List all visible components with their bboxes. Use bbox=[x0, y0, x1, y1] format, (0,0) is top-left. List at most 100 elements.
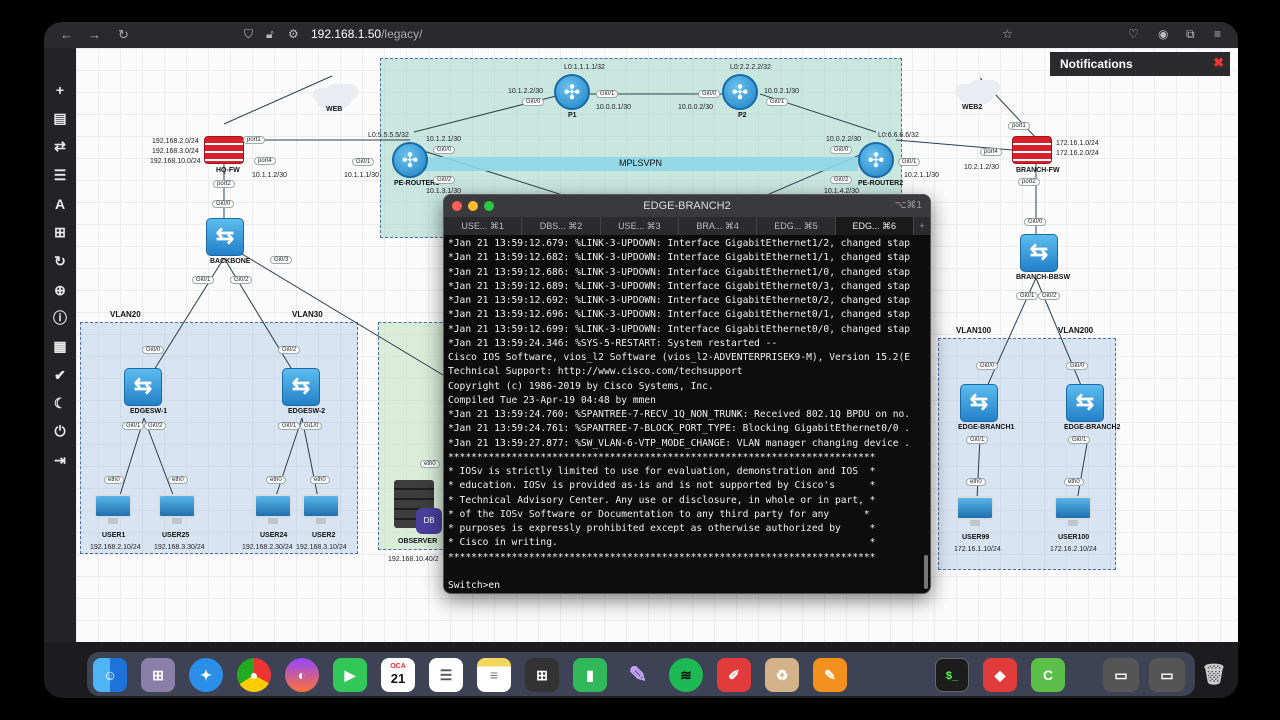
tab-1[interactable]: USE... ⌘1 bbox=[444, 217, 523, 235]
info-icon[interactable]: ⓘ bbox=[53, 310, 67, 326]
archive-icon[interactable]: ♻ bbox=[765, 658, 799, 692]
user1-pc-icon[interactable] bbox=[94, 494, 132, 524]
addr-a10: 10.1.4.2/30 bbox=[824, 188, 860, 195]
edge-branch1-icon[interactable] bbox=[960, 384, 998, 422]
facetime-icon[interactable]: ▶ bbox=[333, 658, 367, 692]
calculator-icon[interactable]: ⊞ bbox=[525, 658, 559, 692]
forward-icon[interactable]: → bbox=[88, 27, 101, 42]
user99-pc-icon[interactable] bbox=[956, 496, 994, 526]
pe-router1-icon[interactable] bbox=[392, 142, 428, 178]
pe-router2-icon[interactable] bbox=[858, 142, 894, 178]
hq-firewall-icon[interactable] bbox=[204, 136, 244, 164]
p2-router-icon[interactable] bbox=[722, 74, 758, 110]
user2-pc-icon[interactable] bbox=[302, 494, 340, 524]
reload-icon[interactable]: ↻ bbox=[118, 27, 129, 42]
spotify-icon[interactable]: ≋ bbox=[669, 658, 703, 692]
power-icon[interactable]: ⏻ bbox=[54, 423, 66, 439]
add-node-icon[interactable]: + bbox=[55, 82, 65, 98]
tab-5[interactable]: EDG... ⌘5 bbox=[757, 217, 836, 235]
tab-4[interactable]: BRA... ⌘4 bbox=[679, 217, 758, 235]
pages-icon[interactable]: ✎ bbox=[813, 658, 847, 692]
logout-icon[interactable]: ⇥ bbox=[54, 452, 66, 468]
launchpad-icon[interactable]: ⊞ bbox=[141, 658, 175, 692]
tab-3[interactable]: USE... ⌘3 bbox=[601, 217, 679, 235]
terminal-line: Copyright (c) 1986-2019 by Cisco Systems… bbox=[448, 380, 714, 392]
recent-window-2-icon[interactable]: ▭ bbox=[1149, 658, 1185, 692]
user24-pc-icon[interactable] bbox=[254, 494, 292, 524]
extensions-icon[interactable]: ⧉ bbox=[1186, 27, 1195, 41]
remote-desktop-icon[interactable]: ◆ bbox=[983, 658, 1017, 692]
firefox-icon[interactable]: ◐ bbox=[285, 658, 319, 692]
permissions-icon[interactable]: ⚙ bbox=[288, 27, 299, 41]
user25-label: USER25 bbox=[162, 532, 190, 539]
networks-icon[interactable]: ⇄ bbox=[54, 138, 66, 154]
numbers-icon[interactable]: ▮ bbox=[573, 658, 607, 692]
pdf-expert-icon[interactable]: ✐ bbox=[717, 658, 751, 692]
addr-a2: 10.0.0.1/30 bbox=[596, 104, 632, 111]
tab-2[interactable]: DBS... ⌘2 bbox=[522, 217, 601, 235]
tab-6[interactable]: EDG... ⌘6 bbox=[835, 217, 914, 235]
safari-icon[interactable]: ✦ bbox=[189, 658, 223, 692]
edgesw1-icon[interactable] bbox=[124, 368, 162, 406]
clion-icon[interactable]: C bbox=[1031, 658, 1065, 692]
edge-branch1-gi00: Gi0/0 bbox=[976, 362, 999, 370]
reminders-icon[interactable]: ☰ bbox=[429, 658, 463, 692]
edge-branch2-icon[interactable] bbox=[1066, 384, 1104, 422]
edgesw1-gi00: Gi0/0 bbox=[142, 346, 165, 354]
terminal-window[interactable]: EDGE-BRANCH2 ⌥⌘1 USE... ⌘1 DBS... ⌘2 USE… bbox=[443, 194, 931, 594]
new-tab-icon[interactable]: + bbox=[919, 221, 925, 231]
shield-icon[interactable]: ⛉ bbox=[244, 27, 254, 41]
minimize-window-button[interactable] bbox=[468, 201, 478, 211]
node-list-icon[interactable]: ▤ bbox=[53, 110, 67, 126]
pe1-label: PE-ROUTER1 bbox=[394, 180, 440, 187]
terminal-titlebar[interactable]: EDGE-BRANCH2 ⌥⌘1 bbox=[444, 195, 930, 217]
user1-eth0: eth0 bbox=[104, 476, 124, 484]
trash-icon[interactable]: 🗑︎ bbox=[1201, 664, 1227, 686]
chrome-icon[interactable]: ● bbox=[237, 658, 271, 692]
bookmark-star-icon[interactable]: ☆ bbox=[1002, 27, 1013, 41]
terminal-scrollbar[interactable] bbox=[924, 555, 928, 589]
address-bar[interactable]: 192.168.1.50/legacy/ bbox=[311, 27, 422, 41]
edgesw1-gi01: Gi0/1 bbox=[122, 422, 145, 430]
p2-gi00: Gi0/0 bbox=[698, 90, 721, 98]
notes-icon[interactable]: ≡ bbox=[477, 658, 511, 692]
status-icon[interactable]: ✔ bbox=[54, 367, 66, 383]
p1-loopback: L0:1.1.1.1/32 bbox=[564, 64, 605, 71]
p1-router-icon[interactable] bbox=[554, 74, 590, 110]
refresh-icon[interactable]: ↻ bbox=[54, 253, 66, 269]
edgesw2-icon[interactable] bbox=[282, 368, 320, 406]
zoom-icon[interactable]: ⊕ bbox=[54, 282, 66, 298]
user100-pc-icon[interactable] bbox=[1054, 496, 1092, 526]
menu-icon[interactable]: ≡ bbox=[1214, 27, 1222, 41]
terminal-line: *Jan 21 13:59:12.679: %LINK-3-UPDOWN: In… bbox=[448, 238, 911, 249]
zoom-window-button[interactable] bbox=[484, 201, 494, 211]
addr-a6: 10.0.2.2/30 bbox=[826, 136, 862, 143]
back-icon[interactable]: ← bbox=[60, 27, 73, 42]
notes-icon[interactable]: ▦ bbox=[53, 338, 67, 354]
close-window-button[interactable] bbox=[452, 201, 462, 211]
user25-pc-icon[interactable] bbox=[158, 494, 196, 524]
close-icon[interactable]: ✖ bbox=[1213, 55, 1224, 70]
user25-ip: 192.168.3.30/24 bbox=[154, 544, 205, 551]
hq-port1: port1 bbox=[243, 136, 265, 144]
text-icon[interactable]: A bbox=[54, 196, 66, 212]
branch-firewall-icon[interactable] bbox=[1012, 136, 1052, 164]
feather-icon[interactable]: ✎ bbox=[628, 662, 648, 687]
finder-icon[interactable]: ☺ bbox=[93, 658, 127, 692]
web-cloud-icon[interactable] bbox=[316, 88, 352, 108]
branch-net-2: 172.16.2.0/24 bbox=[1056, 150, 1099, 157]
backbone-switch-icon[interactable] bbox=[206, 218, 244, 256]
web2-cloud-icon[interactable] bbox=[958, 84, 994, 104]
branch-bbsw-icon[interactable] bbox=[1020, 234, 1058, 272]
dark-mode-icon[interactable]: ☾ bbox=[53, 395, 67, 411]
lock-icon[interactable]: 🔓︎ bbox=[266, 27, 274, 41]
grid-icon[interactable]: ⊞ bbox=[54, 224, 66, 240]
startup-config-icon[interactable]: ☰ bbox=[53, 167, 67, 183]
recent-window-1-icon[interactable]: ▭ bbox=[1103, 658, 1139, 692]
terminal-output[interactable]: *Jan 21 13:59:12.679: %LINK-3-UPDOWN: In… bbox=[444, 235, 930, 591]
db-icon[interactable]: DB bbox=[416, 508, 442, 534]
terminal-app-icon[interactable]: $_ bbox=[935, 658, 969, 692]
pocket-icon[interactable]: ♡ bbox=[1128, 27, 1139, 41]
account-icon[interactable]: ◉ bbox=[1158, 27, 1169, 41]
